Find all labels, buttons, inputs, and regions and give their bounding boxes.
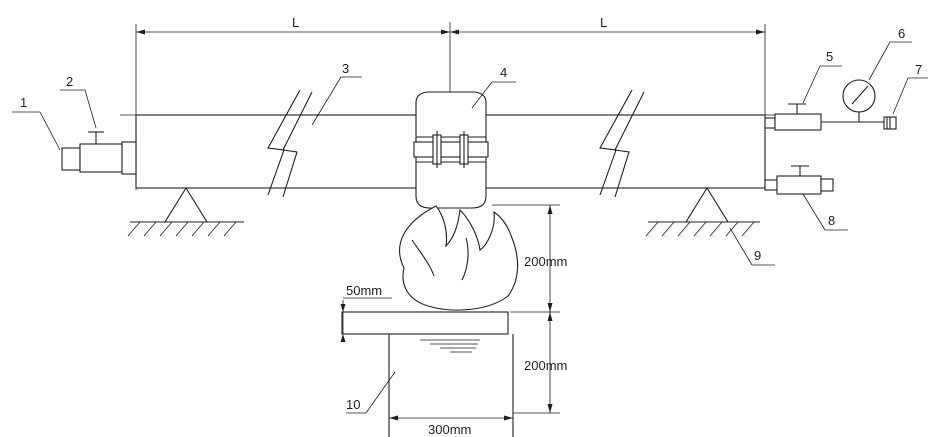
callout-5: 5 bbox=[826, 49, 833, 64]
callouts: 1 2 3 4 5 6 7 8 9 10 bbox=[12, 26, 928, 414]
span-right-label: L bbox=[600, 15, 607, 30]
left-support bbox=[127, 186, 244, 237]
flame-height-dimension: 200mm bbox=[492, 204, 567, 313]
callout-10: 10 bbox=[346, 397, 360, 412]
flange-joint bbox=[413, 91, 489, 209]
gap-dimension: 50mm bbox=[340, 283, 392, 342]
right-support bbox=[645, 186, 760, 237]
tray-depth-dimension: 200mm bbox=[513, 312, 567, 414]
flame bbox=[399, 205, 519, 311]
callout-1: 1 bbox=[20, 95, 27, 110]
callout-2: 2 bbox=[66, 74, 73, 89]
tray-width-dimension: 300mm bbox=[389, 415, 513, 437]
tray-width-label: 300mm bbox=[428, 422, 471, 437]
callout-3: 3 bbox=[342, 61, 349, 76]
callout-4: 4 bbox=[500, 65, 507, 80]
callout-7: 7 bbox=[915, 62, 922, 77]
flame-height-label: 200mm bbox=[524, 254, 567, 269]
tray-depth-label: 200mm bbox=[524, 358, 567, 373]
callout-6: 6 bbox=[898, 26, 905, 41]
span-left-label: L bbox=[292, 15, 299, 30]
pressure-outlet bbox=[764, 79, 897, 131]
callout-9: 9 bbox=[754, 248, 761, 263]
inlet-valve bbox=[61, 131, 137, 175]
drain-valve bbox=[764, 165, 834, 195]
fuel-tray bbox=[341, 311, 514, 437]
callout-8: 8 bbox=[828, 213, 835, 228]
gap-label: 50mm bbox=[346, 283, 382, 298]
